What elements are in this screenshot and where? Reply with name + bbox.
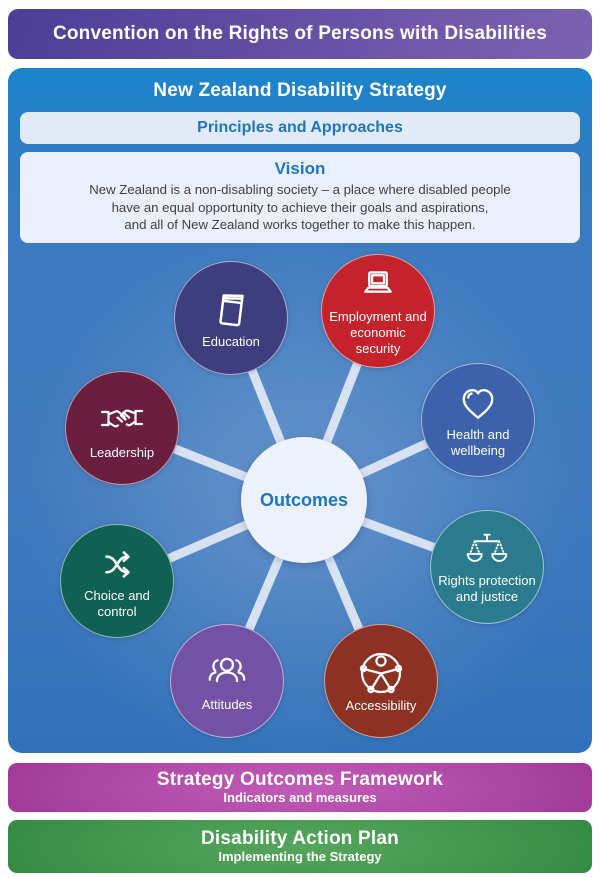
heart-icon xyxy=(462,389,494,419)
outcomes-diagram: Education Employment and economic securi… xyxy=(8,68,592,753)
outcome-node-employment: Employment and economic security xyxy=(321,254,435,368)
outcome-label: Accessibility xyxy=(345,698,417,714)
outcome-label: Choice and control xyxy=(84,588,150,619)
outcome-label: Leadership xyxy=(89,445,155,461)
people-icon xyxy=(208,657,246,683)
principles-bar: Principles and Approaches xyxy=(20,112,580,144)
principles-label: Principles and Approaches xyxy=(197,119,403,136)
outcome-label: Employment and economic security xyxy=(329,309,427,356)
strategy-title: New Zealand Disability Strategy xyxy=(153,80,447,101)
action-plan-subtitle: Implementing the Strategy xyxy=(218,848,382,864)
laptop-icon xyxy=(364,271,392,294)
outcome-node-accessibility: Accessibility xyxy=(324,624,438,738)
outcomes-hub-label: Outcomes xyxy=(259,489,349,510)
outcome-node-attitudes: Attitudes xyxy=(170,624,284,738)
convention-banner: Convention on the Rights of Persons with… xyxy=(8,9,592,59)
outcome-label: Health and wellbeing xyxy=(446,427,510,458)
vision-line: and all of New Zealand works together to… xyxy=(124,217,476,233)
accessibility-icon xyxy=(359,652,403,694)
vision-line: have an equal opportunity to achieve the… xyxy=(111,199,489,215)
vision-title: Vision xyxy=(274,159,326,178)
vision-line: New Zealand is a non-disabling society –… xyxy=(89,182,511,197)
outcomes-framework-subtitle: Indicators and measures xyxy=(223,789,377,805)
outcome-node-education: Education xyxy=(174,261,288,375)
outcome-node-rights: Rights protection and justice xyxy=(430,510,544,624)
shuffle-icon xyxy=(105,551,130,578)
action-plan-title: Disability Action Plan xyxy=(201,828,399,850)
strategy-panel: New Zealand Disability Strategy Principl… xyxy=(8,68,592,753)
outcomes-hub: Outcomes xyxy=(241,437,367,563)
book-icon xyxy=(219,294,244,327)
outcome-node-health: Health and wellbeing xyxy=(421,363,535,477)
outcomes-framework-banner: Strategy Outcomes Framework Indicators a… xyxy=(8,763,592,812)
vision-box: Vision New Zealand is a non-disabling so… xyxy=(20,152,580,244)
outcome-label: Attitudes xyxy=(201,697,253,713)
convention-banner-label: Convention on the Rights of Persons with… xyxy=(52,23,548,44)
outcome-node-leadership: Leadership xyxy=(65,371,179,485)
outcome-node-choice: Choice and control xyxy=(60,524,174,638)
outcome-label: Rights protection and justice xyxy=(438,573,536,604)
outcomes-framework-title: Strategy Outcomes Framework xyxy=(156,769,444,791)
outcome-label: Education xyxy=(202,334,260,350)
handshake-icon xyxy=(100,409,144,428)
action-plan-banner: Disability Action Plan Implementing the … xyxy=(8,820,592,873)
scales-icon xyxy=(466,533,508,563)
